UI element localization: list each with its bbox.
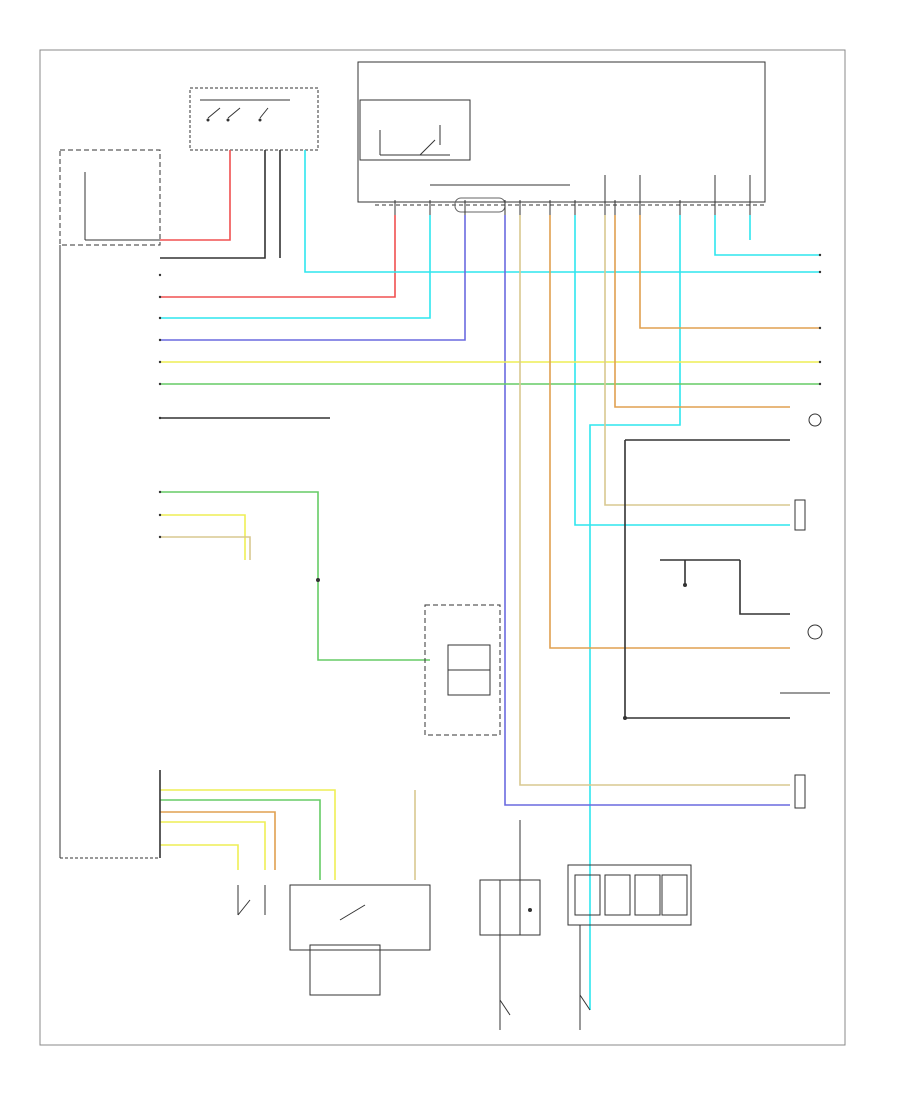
fuse-block-pins	[394, 175, 751, 215]
wire-orange-3	[549, 215, 790, 649]
wire-red-2	[160, 215, 396, 298]
wire-cyan-4	[589, 215, 681, 1010]
hazard-switch	[479, 879, 541, 936]
right-connector-dots	[818, 253, 822, 386]
wire-cyan-5	[574, 215, 790, 526]
wire-black-6	[160, 150, 266, 259]
headlamp-switch	[289, 884, 431, 996]
wire-tan-1	[604, 215, 790, 506]
wire-orange-2	[614, 215, 790, 408]
wire-black-4	[739, 560, 790, 615]
left-front-sidemarker-lamp	[808, 413, 822, 427]
left-front-turn-lamp	[794, 499, 806, 531]
wire-blue-1	[160, 215, 466, 341]
splice-1	[316, 578, 320, 582]
wire-orange-1	[639, 215, 820, 329]
bulkhead-connector	[59, 245, 160, 859]
turn-signal-flasher	[567, 864, 692, 926]
wire-yellow-3	[160, 789, 336, 880]
wire-cyan-1	[304, 150, 820, 273]
ground-point-1	[623, 716, 627, 720]
wire-yellow-4	[160, 821, 266, 870]
wire-green-3	[160, 799, 321, 880]
right-front-turn-lamp	[794, 774, 806, 809]
brake-pedal-position-sensor	[237, 885, 266, 916]
right-side-lamps	[780, 413, 830, 809]
wire-green-2	[160, 491, 430, 661]
instrument-panel-cluster	[424, 604, 501, 736]
park-lamp-relay	[59, 149, 161, 246]
wire-orange-4	[160, 811, 276, 870]
left-connector-dots	[158, 273, 162, 539]
wire-red-1	[160, 150, 231, 241]
wire-yellow-2	[160, 514, 246, 560]
wire-tan-2	[519, 215, 790, 786]
wire-yellow-5	[160, 844, 239, 870]
diagram-frame	[39, 49, 846, 1046]
right-front-sidemarker-lamp	[807, 624, 823, 640]
wire-tan-3	[160, 536, 251, 560]
left-side-fuse-relay-block	[357, 61, 766, 213]
wire-cyan-2	[160, 215, 431, 319]
bottom-grounds	[499, 820, 591, 1030]
combination-switch	[189, 87, 319, 151]
wire-blue-2	[504, 215, 790, 806]
wire-black-3	[624, 440, 790, 719]
wire-cyan-3	[714, 215, 820, 256]
